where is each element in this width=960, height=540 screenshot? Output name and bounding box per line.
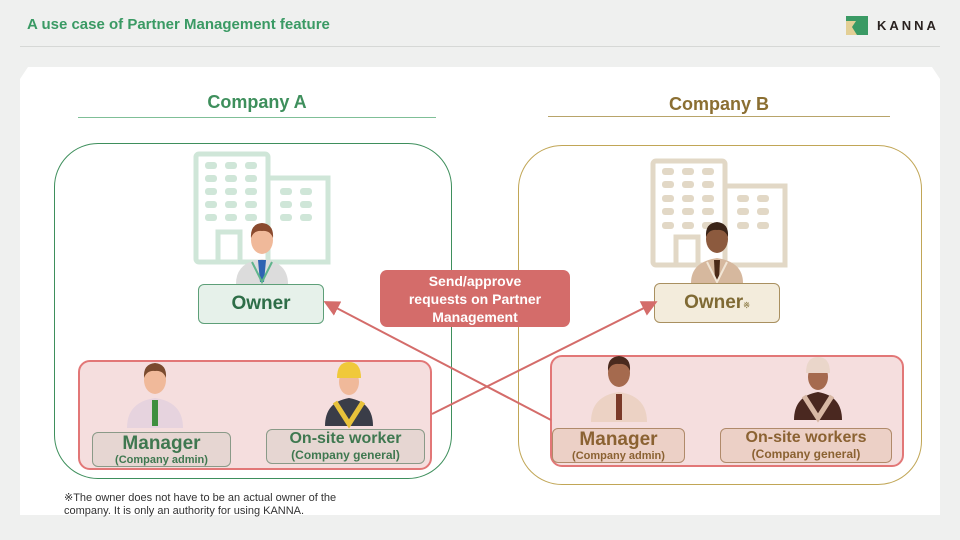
- arrow-a-team-to-b-owner: [431, 301, 658, 415]
- company-b-owner-label: Owner※: [654, 283, 780, 323]
- owner-footnote: ※The owner does not have to be an actual…: [64, 492, 404, 518]
- role-subtitle: (Company general): [291, 448, 400, 462]
- company-a-building-icon: [193, 151, 331, 265]
- slide-title: A use case of Partner Management feature: [27, 16, 330, 33]
- owner-label-text: Owner: [231, 293, 291, 314]
- company-a-worker-label: On-site worker (Company general): [266, 429, 425, 464]
- role-title: Manager: [579, 429, 658, 450]
- role-title: On-site worker: [289, 430, 402, 447]
- callout-line: Send/approve: [428, 273, 522, 289]
- callout-line: requests on Partner: [408, 291, 542, 307]
- company-b-owner-icon: [691, 222, 743, 285]
- company-b-worker-icon: [794, 357, 842, 423]
- company-a-rule: [78, 117, 436, 118]
- company-b-heading: Company B: [668, 94, 769, 114]
- company-a-manager-icon: [127, 363, 183, 428]
- footnote-line: company. It is only an authority for usi…: [64, 505, 305, 517]
- company-b-manager-icon: [591, 356, 647, 422]
- role-subtitle: (Company admin): [572, 450, 665, 462]
- role-subtitle: (Company general): [751, 447, 861, 461]
- company-a-manager-label: Manager (Company admin): [92, 432, 231, 467]
- kanna-logo: KANNA: [846, 16, 939, 35]
- logo-text: KANNA: [877, 18, 939, 33]
- kanna-logo-icon: [846, 16, 868, 35]
- company-a-heading: Company A: [207, 92, 307, 112]
- role-title: On-site workers: [745, 429, 867, 446]
- role-subtitle: (Company admin): [115, 454, 208, 466]
- partner-request-callout: Send/approve requests on Partner Managem…: [380, 270, 570, 327]
- footnote-reference-mark: ※: [743, 301, 750, 310]
- title-divider: [20, 46, 940, 47]
- company-a-owner-icon: [236, 223, 288, 285]
- company-a-worker-icon: [325, 362, 373, 429]
- footnote-line: ※The owner does not have to be an actual…: [64, 492, 337, 504]
- company-a-owner-label: Owner: [198, 284, 324, 324]
- company-b-worker-label: On-site workers (Company general): [720, 428, 892, 463]
- company-b-rule: [548, 116, 890, 117]
- callout-line: Management: [432, 309, 518, 325]
- role-title: Manager: [122, 433, 201, 454]
- arrow-b-manager-to-a-owner: [323, 301, 552, 421]
- company-b-manager-label: Manager (Company admin): [552, 428, 685, 463]
- owner-label-text: Owner: [684, 292, 744, 313]
